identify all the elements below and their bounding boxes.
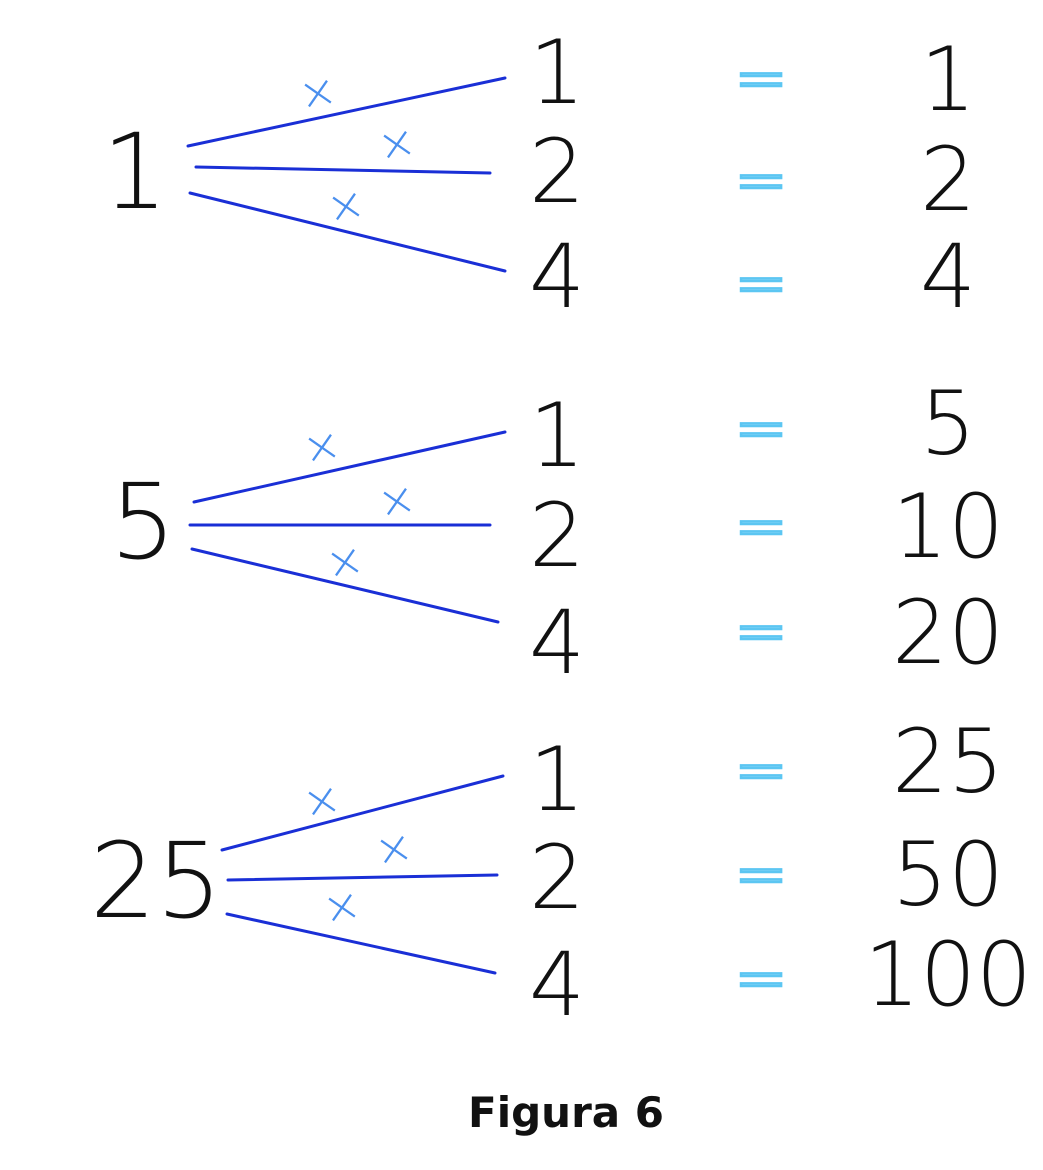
multiply-icon: × bbox=[294, 62, 341, 122]
connector-line bbox=[194, 165, 492, 175]
factor-number: 1 bbox=[529, 728, 585, 831]
multiply-icon: × bbox=[298, 770, 345, 830]
figure-caption: Figura 6 bbox=[468, 1088, 664, 1137]
result-number: 10 bbox=[892, 475, 1004, 578]
factor-number: 4 bbox=[529, 933, 585, 1036]
equals-icon: = bbox=[734, 42, 788, 116]
equals-icon: = bbox=[734, 247, 788, 321]
connector-line bbox=[220, 774, 505, 852]
result-number: 100 bbox=[864, 923, 1032, 1026]
factor-number: 2 bbox=[529, 484, 585, 587]
factor-number: 2 bbox=[529, 120, 585, 223]
base-number: 1 bbox=[102, 111, 168, 233]
multiply-icon: × bbox=[318, 876, 365, 936]
equals-icon: = bbox=[734, 392, 788, 466]
connector-line bbox=[192, 430, 507, 504]
multiply-icon: × bbox=[322, 175, 369, 235]
equals-icon: = bbox=[734, 490, 788, 564]
multiply-icon: × bbox=[370, 818, 417, 878]
equals-icon: = bbox=[734, 942, 788, 1016]
result-number: 5 bbox=[920, 372, 976, 475]
base-number: 25 bbox=[90, 820, 222, 942]
result-number: 20 bbox=[892, 581, 1004, 684]
result-number: 2 bbox=[920, 128, 976, 231]
equals-icon: = bbox=[734, 144, 788, 218]
multiply-icon: × bbox=[373, 470, 420, 530]
result-number: 4 bbox=[920, 225, 976, 328]
result-number: 25 bbox=[892, 710, 1004, 813]
factor-number: 1 bbox=[529, 21, 585, 124]
base-number: 5 bbox=[110, 461, 176, 583]
factor-number: 2 bbox=[529, 826, 585, 929]
equals-icon: = bbox=[734, 838, 788, 912]
connector-line bbox=[225, 912, 497, 975]
multiply-icon: × bbox=[321, 531, 368, 591]
factor-number: 4 bbox=[529, 225, 585, 328]
connector-line bbox=[188, 191, 507, 273]
connector-line bbox=[190, 547, 500, 624]
connector-line bbox=[226, 873, 499, 882]
multiply-icon: × bbox=[373, 113, 420, 173]
connector-line bbox=[186, 76, 507, 148]
multiply-icon: × bbox=[298, 416, 345, 476]
result-number: 50 bbox=[892, 823, 1004, 926]
equals-icon: = bbox=[734, 595, 788, 669]
equals-icon: = bbox=[734, 734, 788, 808]
factor-number: 1 bbox=[529, 384, 585, 487]
result-number: 1 bbox=[920, 28, 976, 131]
factor-number: 4 bbox=[529, 591, 585, 694]
